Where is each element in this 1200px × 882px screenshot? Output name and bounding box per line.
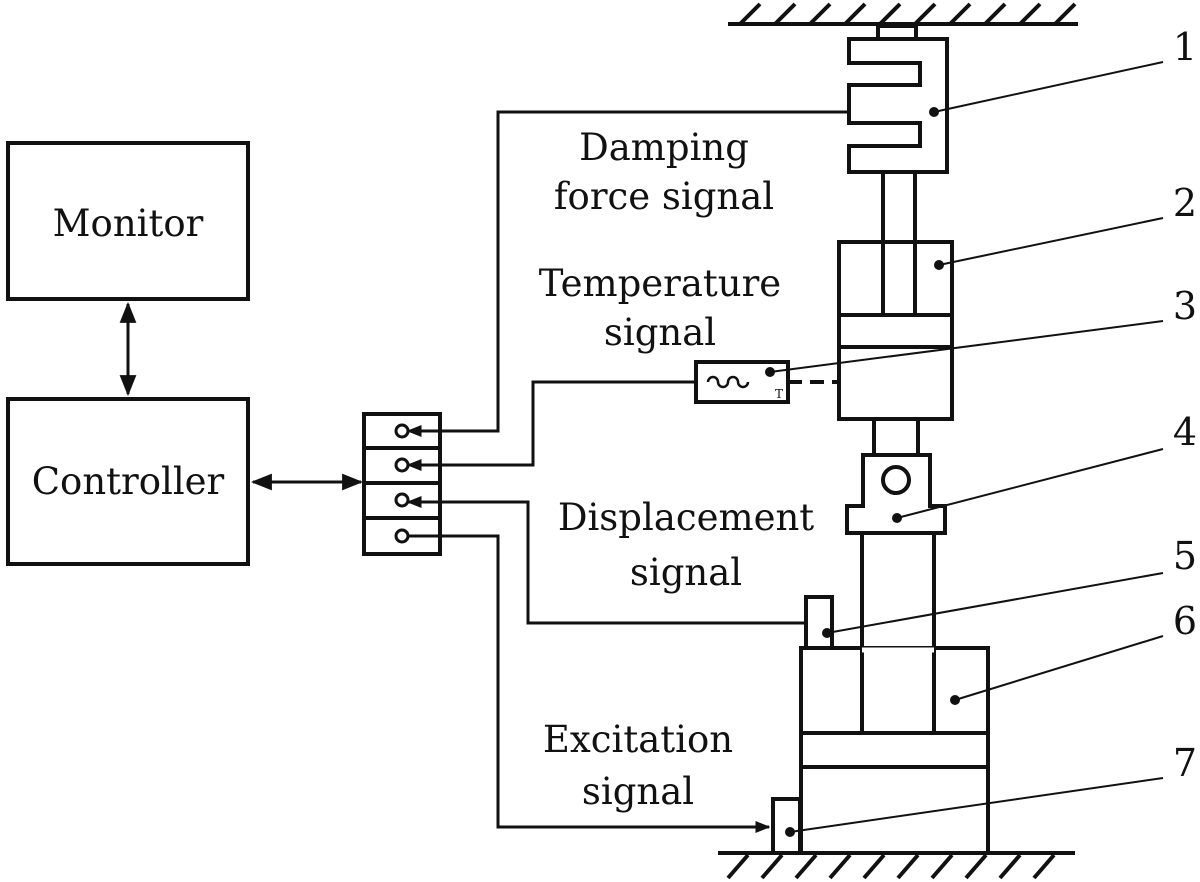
ground-bottom (718, 851, 1075, 880)
callout-7: 7 (1173, 741, 1197, 785)
callout-1: 1 (1173, 25, 1197, 69)
damping-signal-label-2: force signal (554, 175, 774, 218)
ground-top (728, 2, 1078, 26)
excitation-signal-label-2: signal (582, 770, 694, 813)
signal-wires (406, 110, 849, 833)
damper-cylinder (837, 240, 954, 457)
terminal-block (362, 412, 442, 556)
callout-4: 4 (1173, 410, 1197, 454)
callout-6: 6 (1173, 599, 1197, 643)
clevis-joint (845, 453, 947, 650)
monitor-box (6, 141, 250, 301)
displacement-signal-label-1: Displacement (558, 496, 814, 539)
callout-leaders (765, 61, 1164, 837)
temperature-signal-label-1: Temperature (539, 262, 781, 305)
displacement-sensor (804, 595, 834, 650)
excitation-signal-label-1: Excitation (543, 718, 733, 761)
excitation-sensor (771, 797, 802, 855)
callout-3: 3 (1173, 284, 1197, 328)
displacement-signal-label-2: signal (630, 551, 742, 594)
monitor-label: Monitor (53, 202, 204, 245)
controller-label: Controller (32, 460, 225, 503)
actuator (799, 646, 990, 855)
callout-2: 2 (1173, 181, 1197, 225)
callout-5: 5 (1173, 534, 1197, 578)
damping-signal-label-1: Damping (579, 126, 749, 169)
temperature-signal-label-2: signal (604, 311, 716, 354)
controller-box (6, 397, 250, 566)
sensor-mark: T (775, 387, 783, 401)
